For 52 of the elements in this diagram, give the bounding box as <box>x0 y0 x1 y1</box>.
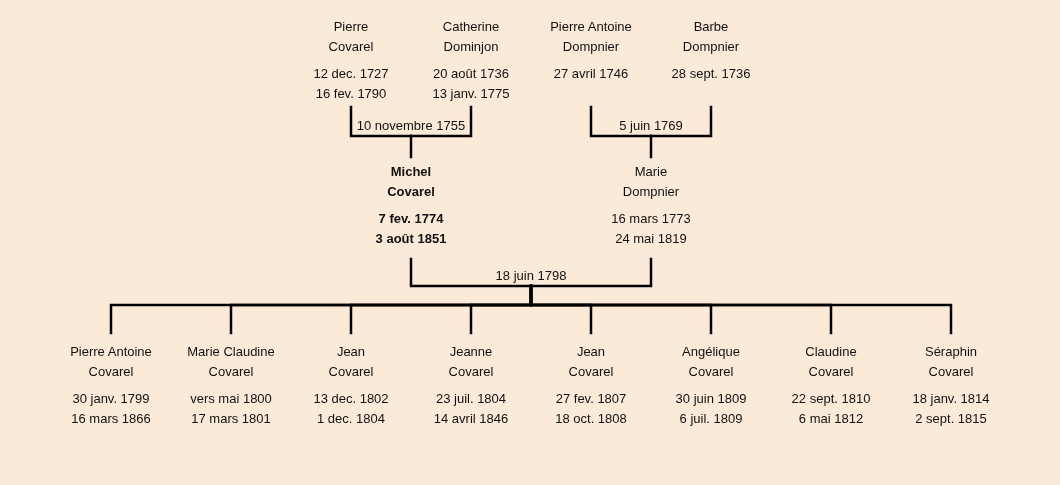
person-name: Barbe Dompnier <box>682 18 740 56</box>
person-name: Jeanne Covarel <box>448 343 494 381</box>
life-date: 30 juin 1809 <box>675 390 747 408</box>
life-date: 3 août 1851 <box>375 230 447 248</box>
life-date: 24 mai 1819 <box>615 230 687 248</box>
life-date: 20 août 1736 <box>433 65 509 83</box>
life-date: 28 sept. 1736 <box>671 65 751 83</box>
marriage-date: 18 juin 1798 <box>495 267 567 285</box>
life-date: 16 mars 1866 <box>71 410 151 428</box>
life-date: 1 dec. 1804 <box>317 410 385 428</box>
life-date: 6 juil. 1809 <box>679 410 743 428</box>
family-tree-line <box>409 134 413 159</box>
life-date: 13 dec. 1802 <box>313 390 389 408</box>
life-date: 30 janv. 1799 <box>72 390 150 408</box>
person-name: Marie Claudine Covarel <box>187 343 275 381</box>
life-date: 13 janv. 1775 <box>432 85 510 103</box>
family-tree-line <box>649 105 713 138</box>
person-name: Pierre Antoine Dompnier <box>550 18 632 56</box>
person-name: Pierre Covarel <box>328 18 374 56</box>
marriage-date: 10 novembre 1755 <box>356 117 466 135</box>
family-tree-line <box>589 105 653 138</box>
person-name: Catherine Dominjon <box>442 18 500 56</box>
family-tree-line <box>529 284 953 335</box>
life-date: vers mai 1800 <box>190 390 272 408</box>
life-date: 2 sept. 1815 <box>915 410 987 428</box>
life-date: 12 dec. 1727 <box>313 65 389 83</box>
family-tree-line <box>649 134 653 159</box>
person-name: Angélique Covarel <box>682 343 740 381</box>
life-date: 16 mars 1773 <box>611 210 691 228</box>
life-date: 16 fev. 1790 <box>315 85 387 103</box>
person-name: Marie Dompnier <box>622 163 680 201</box>
life-date: 6 mai 1812 <box>798 410 864 428</box>
life-date: 23 juil. 1804 <box>435 390 507 408</box>
person-name: Jean Covarel <box>328 343 374 381</box>
marriage-date: 5 juin 1769 <box>619 117 683 135</box>
family-tree-line <box>409 105 473 138</box>
person-name: Jean Covarel <box>568 343 614 381</box>
family-tree-line <box>529 257 653 288</box>
life-date: 27 avril 1746 <box>553 65 629 83</box>
life-date: 17 mars 1801 <box>191 410 271 428</box>
person-name: Pierre Antoine Covarel <box>70 343 152 381</box>
life-date: 27 fev. 1807 <box>555 390 627 408</box>
family-tree-line <box>409 257 533 288</box>
life-date: 22 sept. 1810 <box>791 390 871 408</box>
life-date: 18 janv. 1814 <box>912 390 990 408</box>
person-name: Claudine Covarel <box>805 343 857 381</box>
life-date: 18 oct. 1808 <box>555 410 627 428</box>
person-name: Séraphin Covarel <box>924 343 977 381</box>
life-date: 7 fev. 1774 <box>378 210 444 228</box>
life-date: 14 avril 1846 <box>433 410 509 428</box>
family-tree-line <box>349 105 413 138</box>
person-name: Michel Covarel <box>387 163 435 201</box>
